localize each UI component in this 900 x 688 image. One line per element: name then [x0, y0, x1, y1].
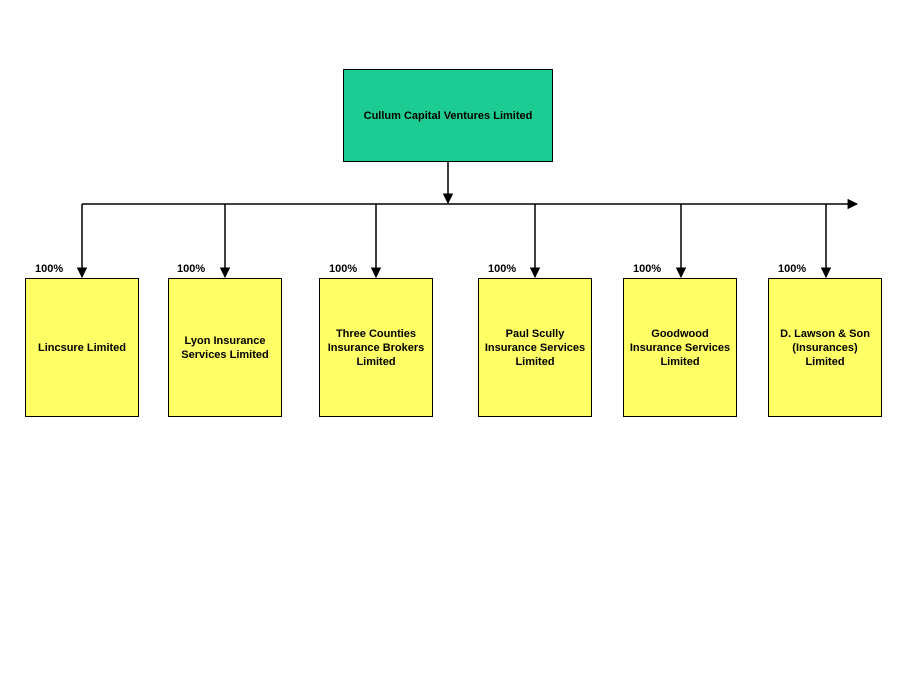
parent-company-label: Cullum Capital Ventures Limited [363, 109, 533, 122]
ownership-label-lincsure: 100% [35, 263, 64, 275]
subsidiary-label: Three Counties Insurance Brokers Limited [327, 327, 425, 368]
subsidiary-box-three-counties: Three Counties Insurance Brokers Limited [319, 278, 433, 417]
parent-company-box: Cullum Capital Ventures Limited [343, 69, 553, 162]
subsidiary-box-lyon: Lyon Insurance Services Limited [168, 278, 282, 417]
subsidiary-label: Lyon Insurance Services Limited [181, 334, 269, 361]
ownership-label-goodwood: 100% [633, 263, 662, 275]
subsidiary-label: D. Lawson & Son (Insurances) Limited [780, 327, 870, 368]
ownership-label-three-counties: 100% [329, 263, 358, 275]
subsidiary-label: Goodwood Insurance Services Limited [629, 327, 731, 368]
ownership-label-paul-scully: 100% [488, 263, 517, 275]
ownership-label-lyon: 100% [177, 263, 206, 275]
subsidiary-box-lawson: D. Lawson & Son (Insurances) Limited [768, 278, 882, 417]
subsidiary-box-goodwood: Goodwood Insurance Services Limited [623, 278, 737, 417]
ownership-label-lawson: 100% [778, 263, 807, 275]
subsidiary-box-lincsure: Lincsure Limited [25, 278, 139, 417]
subsidiary-label: Paul Scully Insurance Services Limited [484, 327, 586, 368]
subsidiary-label: Lincsure Limited [37, 341, 127, 354]
subsidiary-box-paul-scully: Paul Scully Insurance Services Limited [478, 278, 592, 417]
